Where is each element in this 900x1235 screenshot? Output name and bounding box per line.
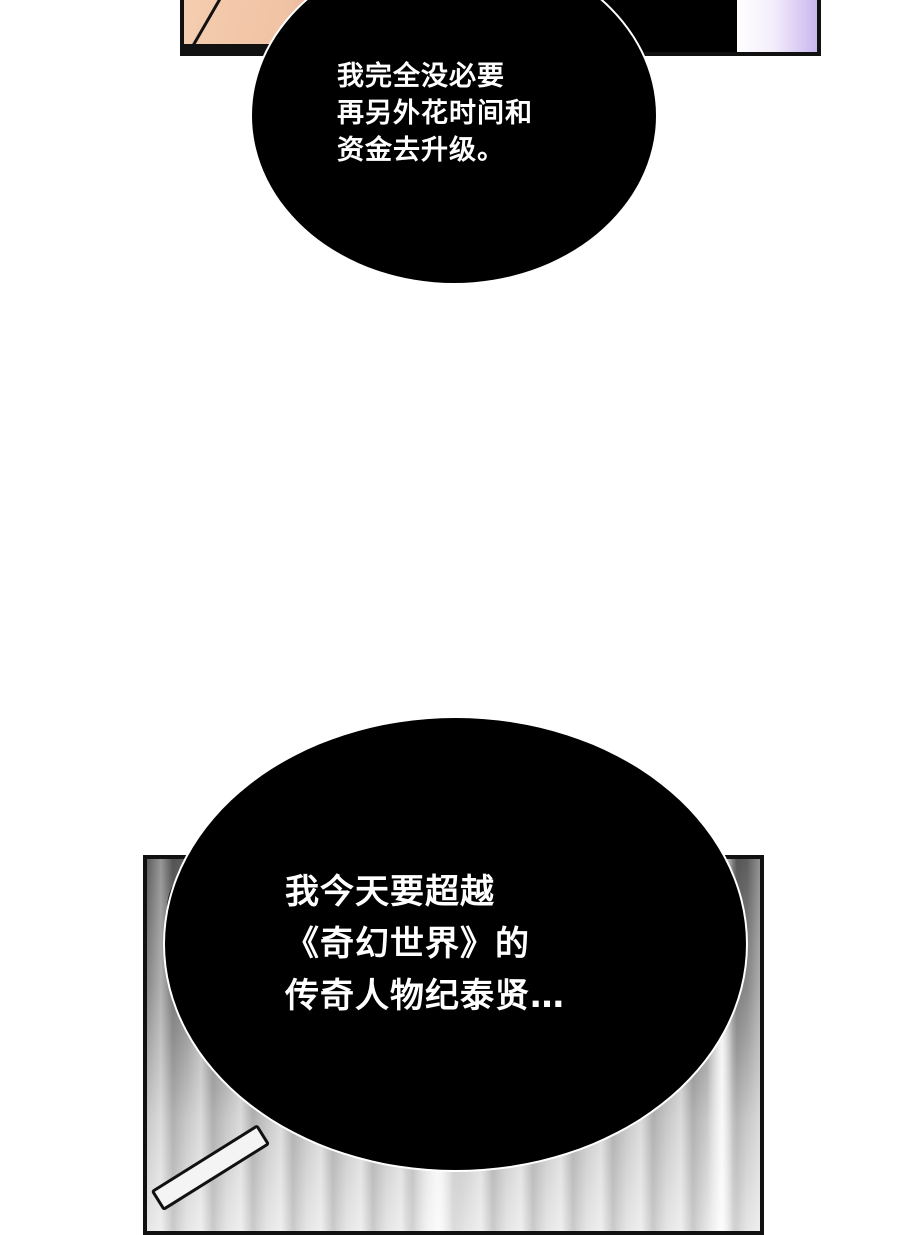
- dialogue-line: 传奇人物纪泰贤…: [285, 976, 565, 1016]
- dialogue-line: 我今天要超越: [285, 872, 495, 912]
- speech-bubble-text: 我今天要超越 《奇幻世界》的 传奇人物纪泰贤…: [285, 866, 565, 1022]
- held-object: [150, 1124, 271, 1212]
- ink-shadow: [184, 44, 324, 52]
- dialogue-line: 资金去升级。: [337, 135, 505, 166]
- speech-bubble-2: 我今天要超越 《奇幻世界》的 传奇人物纪泰贤…: [165, 718, 746, 1170]
- speech-bubble-text: 我完全没必要 再另外花时间和 资金去升级。: [337, 58, 533, 169]
- dialogue-line: 再另外花时间和: [337, 98, 533, 129]
- dialogue-line: 我完全没必要: [337, 61, 505, 92]
- light-glow: [737, 0, 817, 52]
- dialogue-line: 《奇幻世界》的: [285, 924, 530, 964]
- speech-bubble-1: 我完全没必要 再另外花时间和 资金去升级。: [252, 0, 656, 283]
